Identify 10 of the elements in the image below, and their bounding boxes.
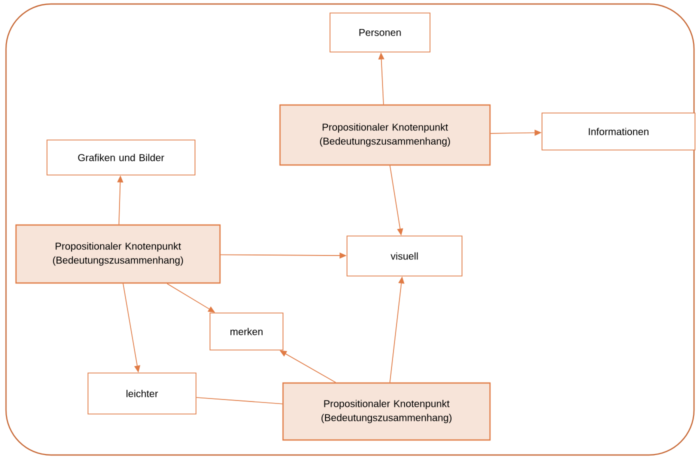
term-box: merken [210,312,284,350]
term-box: Personen [330,12,430,52]
term-box: Grafiken und Bilder [46,140,196,176]
term-box: Informationen [542,112,696,150]
concept-box: Propositionaler Knotenpunkt (Bedeutungszusammenhang) [282,382,491,441]
concept-box: Propositionaler Knotenpunkt (Bedeutungszusammenhang) [15,224,221,284]
connector-line [196,397,283,404]
concept-box: Propositionaler Knotenpunkt (Bedeutungszusammenhang) [279,104,491,166]
term-box: visuell [346,236,462,276]
term-box: leichter [88,372,196,414]
